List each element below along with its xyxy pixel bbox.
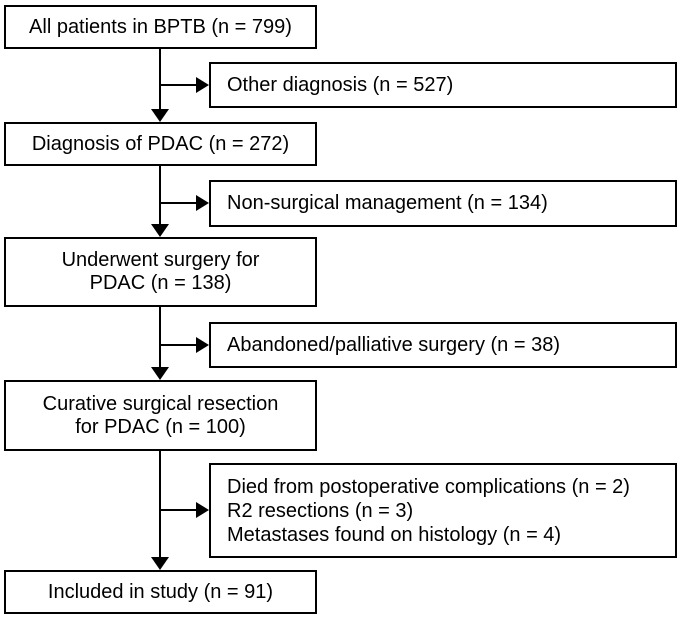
flow-box-included-in-study-label: Included in study (n = 91) [47, 580, 274, 603]
flow-box-diagnosis-pdac-label: Diagnosis of PDAC (n = 272) [31, 132, 290, 155]
arrowhead-down-1-icon [151, 109, 169, 122]
flow-box-curative-resection: Curative surgical resection for PDAC (n … [4, 380, 317, 451]
arrowhead-right-3-icon [196, 337, 209, 353]
flow-box-underwent-surgery-line2: PDAC (n = 138) [89, 272, 232, 294]
exclusion-box-postop-line3: Metastases found on histology (n = 4) [227, 523, 562, 546]
arrowhead-right-1-icon [196, 77, 209, 93]
exclusion-box-abandoned-palliative-label: Abandoned/palliative surgery (n = 38) [227, 333, 560, 356]
arrowhead-down-4-icon [151, 557, 169, 570]
connector-branch-4 [160, 509, 198, 511]
exclusion-box-postop-exclusions: Died from postoperative complications (n… [209, 463, 677, 558]
exclusion-box-abandoned-palliative: Abandoned/palliative surgery (n = 38) [209, 322, 677, 368]
arrowhead-down-2-icon [151, 224, 169, 237]
flow-box-included-in-study: Included in study (n = 91) [4, 570, 317, 614]
flow-box-all-patients: All patients in BPTB (n = 799) [4, 5, 317, 49]
connector-branch-1 [160, 84, 198, 86]
connector-branch-3 [160, 344, 198, 346]
connector-vertical-1 [159, 49, 161, 110]
arrowhead-right-4-icon [196, 502, 209, 518]
exclusion-box-other-diagnosis: Other diagnosis (n = 527) [209, 62, 677, 108]
arrowhead-right-2-icon [196, 195, 209, 211]
flow-box-all-patients-label: All patients in BPTB (n = 799) [29, 15, 292, 38]
exclusion-box-postop-line2: R2 resections (n = 3) [227, 499, 414, 522]
arrowhead-down-3-icon [151, 367, 169, 380]
connector-branch-2 [160, 202, 198, 204]
flow-box-underwent-surgery: Underwent surgery for PDAC (n = 138) [4, 237, 317, 307]
connector-vertical-4 [159, 451, 161, 557]
flow-box-curative-resection-line1: Curative surgical resection [42, 392, 279, 415]
flow-box-diagnosis-pdac: Diagnosis of PDAC (n = 272) [4, 122, 317, 166]
exclusion-box-non-surgical-label: Non-surgical management (n = 134) [227, 192, 548, 214]
exclusion-box-other-diagnosis-label: Other diagnosis (n = 527) [227, 73, 454, 96]
exclusion-box-non-surgical: Non-surgical management (n = 134) [209, 180, 677, 227]
connector-vertical-2 [159, 166, 161, 224]
exclusion-box-postop-line1: Died from postoperative complications (n… [227, 475, 630, 498]
flow-box-underwent-surgery-line1: Underwent surgery for [61, 249, 260, 271]
flow-box-curative-resection-line2: for PDAC (n = 100) [75, 415, 246, 438]
connector-vertical-3 [159, 307, 161, 367]
